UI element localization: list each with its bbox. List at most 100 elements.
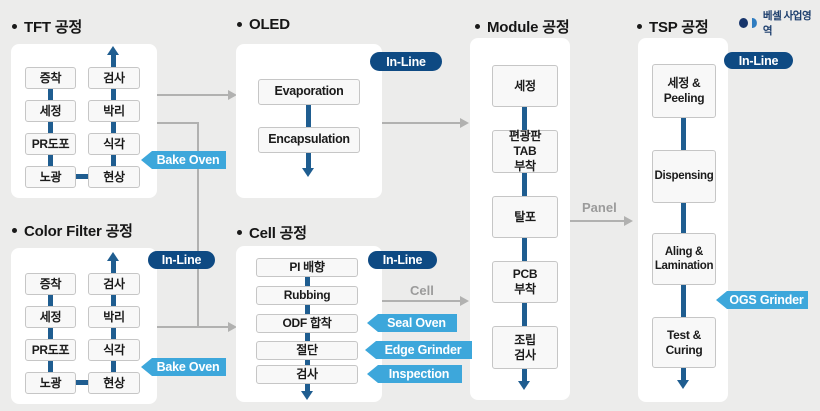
- flow-connector: [522, 173, 527, 196]
- flow-connector: [111, 328, 116, 339]
- process-step-box: Evaporation: [258, 79, 360, 105]
- inspection-badge: Inspection: [367, 365, 462, 383]
- flow-connector: [306, 105, 311, 127]
- module-to-tsp-arrow-icon: [624, 216, 633, 226]
- inline-badge: In-Line: [148, 251, 215, 269]
- flow-connector: [522, 107, 527, 130]
- edge-grinder-badge: Edge Grinder: [365, 341, 472, 359]
- process-step-box: Aling & Lamination: [652, 233, 716, 285]
- flow-arrow-up-icon: [107, 252, 119, 261]
- flow-arrow-down-icon: [302, 168, 314, 177]
- flow-arrow-down-icon: [677, 380, 689, 389]
- process-step-box: 세정 & Peeling: [652, 64, 716, 118]
- flow-connector: [111, 361, 116, 372]
- cell-to-module-connector: [382, 300, 460, 302]
- section-header-oled: OLED: [237, 16, 290, 33]
- bullet-icon: [237, 230, 242, 235]
- bullet-icon: [475, 24, 480, 29]
- section-header-module: Module 공정: [475, 16, 570, 37]
- process-step-box: ODF 합착: [256, 314, 358, 333]
- process-step-box: Test & Curing: [652, 317, 716, 368]
- section-title: Color Filter 공정: [24, 223, 133, 240]
- flow-connector: [111, 89, 116, 100]
- flow-connector: [305, 360, 310, 365]
- flow-connector: [48, 122, 53, 133]
- flow-arrow-down-icon: [518, 381, 530, 390]
- section-title: TFT 공정: [24, 19, 83, 36]
- bullet-icon: [237, 22, 242, 27]
- section-title: Cell 공정: [249, 225, 307, 242]
- process-step-box: 현상: [88, 166, 140, 188]
- seal-oven-badge: Seal Oven: [367, 314, 457, 332]
- flow-connector: [305, 305, 310, 314]
- process-step-box: PI 배향: [256, 258, 358, 277]
- tft-to-oled-connector: [157, 94, 228, 96]
- process-step-box: 박리: [88, 306, 140, 328]
- bullet-icon: [637, 24, 642, 29]
- process-step-box: 검사: [256, 365, 358, 384]
- process-step-box: Encapsulation: [258, 127, 360, 153]
- flow-connector: [111, 122, 116, 133]
- section-header-cell: Cell 공정: [237, 222, 307, 243]
- process-step-box: 증착: [25, 67, 76, 89]
- process-step-box: 검사: [88, 273, 140, 295]
- flow-connector: [48, 295, 53, 306]
- flow-connector: [111, 295, 116, 306]
- process-step-box: 세정: [25, 306, 76, 328]
- section-title: OLED: [249, 16, 290, 33]
- module-to-tsp-connector: [570, 220, 624, 222]
- flow-connector: [48, 155, 53, 166]
- flow-connector: [522, 369, 527, 382]
- flow-arrow-down-icon: [301, 391, 313, 400]
- panel-flow-label: Panel: [582, 200, 617, 215]
- bullet-icon: [12, 24, 17, 29]
- process-step-box: 현상: [88, 372, 140, 394]
- flow-connector: [681, 118, 686, 150]
- flow-connector: [522, 238, 527, 261]
- process-step-box: 세정: [25, 100, 76, 122]
- bake-oven-badge: Bake Oven: [141, 151, 226, 169]
- process-step-box: 편광판 TAB 부착: [492, 129, 558, 173]
- section-header-tsp: TSP 공정: [637, 16, 709, 37]
- flow-connector: [522, 303, 527, 326]
- cell-to-module-arrow-icon: [460, 296, 469, 306]
- flow-connector: [111, 260, 116, 273]
- inline-badge: In-Line: [724, 52, 793, 69]
- flow-connector: [111, 54, 116, 67]
- section-title: Module 공정: [487, 19, 570, 36]
- vessel-logo: 베셀 사업영역: [739, 8, 820, 38]
- flow-connector: [681, 368, 686, 381]
- flow-connector: [305, 277, 310, 286]
- ogs-grinder-badge: OGS Grinder: [716, 291, 808, 309]
- flow-connector: [111, 155, 116, 166]
- tft-to-oled-arrow-icon: [228, 90, 237, 100]
- logo-crescent-icon: [751, 18, 757, 28]
- cell-flow-label: Cell: [410, 283, 434, 298]
- tft-elbow-connector-v: [197, 122, 199, 328]
- process-step-box: 조립 검사: [492, 326, 558, 369]
- process-step-box: 절단: [256, 341, 358, 360]
- process-step-box: 노광: [25, 166, 76, 188]
- inline-badge: In-Line: [368, 251, 437, 269]
- flow-connector: [76, 380, 88, 385]
- flow-connector: [305, 384, 310, 392]
- tft-elbow-connector-h: [157, 122, 199, 124]
- section-title: TSP 공정: [649, 19, 709, 36]
- process-step-box: 증착: [25, 273, 76, 295]
- oled-to-module-arrow-icon: [460, 118, 469, 128]
- process-step-box: 세정: [492, 65, 558, 107]
- flow-arrow-up-icon: [107, 46, 119, 55]
- process-step-box: 노광: [25, 372, 76, 394]
- process-step-box: Rubbing: [256, 286, 358, 305]
- process-step-box: PCB 부착: [492, 261, 558, 303]
- colorfilter-to-cell-arrow-icon: [228, 322, 237, 332]
- section-header-tft: TFT 공정: [12, 16, 82, 37]
- bullet-icon: [12, 228, 17, 233]
- inline-badge: In-Line: [370, 52, 442, 71]
- process-step-box: PR도포: [25, 339, 76, 361]
- logo-text: 베셀 사업영역: [762, 10, 812, 37]
- process-step-box: 식각: [88, 339, 140, 361]
- flow-connector: [48, 361, 53, 372]
- colorfilter-to-cell-connector: [157, 326, 228, 328]
